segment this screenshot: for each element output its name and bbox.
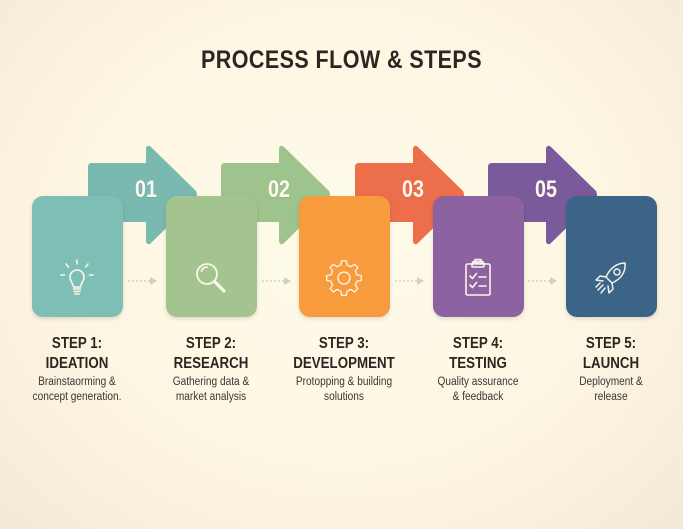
step-4-title: STEP 4: TESTING xyxy=(422,334,534,374)
step-5-description: Deployment & release xyxy=(554,375,668,405)
dotted-connector-arrow-icon xyxy=(128,277,157,285)
step-name: TESTING xyxy=(449,355,507,372)
description-line: concept generation. xyxy=(32,391,122,403)
step-5-title: STEP 5: LAUNCH xyxy=(555,334,667,374)
magnifier-icon xyxy=(196,263,226,293)
rocket-icon xyxy=(595,262,626,294)
step-label: STEP 3: xyxy=(318,335,370,352)
step-number: 01 xyxy=(135,176,157,203)
step-5-card xyxy=(566,196,657,317)
step-2-description: Gathering data & market analysis xyxy=(154,375,268,405)
dotted-connector-arrow-icon xyxy=(395,277,424,285)
step-name: IDEATION xyxy=(45,355,109,372)
description-line: market analysis xyxy=(175,391,247,403)
description-line: solutions xyxy=(324,391,364,403)
clipboard-checklist-icon xyxy=(465,258,491,296)
description-line: Quality assurance xyxy=(437,376,519,388)
gear-icon xyxy=(325,260,362,297)
description-line: & feedback xyxy=(452,391,504,403)
step-label: STEP 1: xyxy=(51,335,103,352)
step-3-card xyxy=(299,196,390,317)
step-3-title: STEP 3: DEVELOPMENT xyxy=(288,334,400,374)
step-2-title: STEP 2: RESEARCH xyxy=(155,334,267,374)
dotted-connector-arrow-icon xyxy=(262,277,291,285)
step-number: 05 xyxy=(535,176,557,203)
description-line: Brainstaorming & xyxy=(38,376,116,388)
step-2-card xyxy=(166,196,257,317)
step-number: 02 xyxy=(268,176,290,203)
step-number: 03 xyxy=(402,176,424,203)
description-line: release xyxy=(594,391,628,403)
step-4-description: Quality assurance & feedback xyxy=(421,375,535,405)
step-label: STEP 4: xyxy=(452,335,504,352)
description-line: Deployment & xyxy=(579,376,643,388)
step-name: LAUNCH xyxy=(582,355,640,372)
step-3-description: Protopping & building solutions xyxy=(287,375,401,405)
lightbulb-icon xyxy=(60,259,94,295)
step-1-card xyxy=(32,196,123,317)
step-1-title: STEP 1: IDEATION xyxy=(21,334,133,374)
dotted-connector-arrow-icon xyxy=(528,277,557,285)
step-label: STEP 2: xyxy=(185,335,237,352)
page-title: PROCESS FLOW & STEPS xyxy=(201,46,482,74)
step-name: DEVELOPMENT xyxy=(293,355,395,372)
step-name: RESEARCH xyxy=(173,355,249,372)
step-label: STEP 5: xyxy=(585,335,637,352)
step-4-card xyxy=(433,196,524,317)
description-line: Protopping & building xyxy=(295,376,393,388)
step-1-description: Brainstaorming & concept generation. xyxy=(20,375,134,405)
description-line: Gathering data & xyxy=(172,376,250,388)
